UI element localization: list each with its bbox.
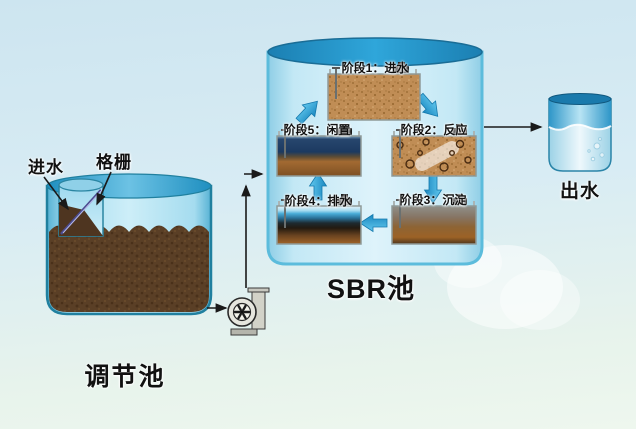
water-bubbles <box>587 137 605 162</box>
bar-screen <box>60 189 102 235</box>
sbr-stage-1-label: 阶段1：进水 <box>341 61 409 75</box>
effluent-label: 出水 <box>559 181 601 202</box>
influent-label: 进水 <box>28 158 64 177</box>
sludge-fill <box>49 225 209 312</box>
screen-pointer-arrow <box>96 171 112 206</box>
flow-arrows <box>43 122 543 313</box>
effluent-tank <box>548 93 612 172</box>
equalization-tank <box>45 173 213 316</box>
centrifugal-pump-icon <box>227 287 270 336</box>
inlet-compartment <box>58 178 104 237</box>
stage-2-motor-icon <box>452 124 467 135</box>
stage-3-motor-icon <box>452 194 467 205</box>
sbr-stage-2-tank <box>391 124 477 177</box>
stage-1-motor-icon <box>394 62 409 73</box>
screen-label: 格栅 <box>96 153 132 172</box>
influent-pointer-arrow <box>43 176 69 211</box>
sbr-stage-4-label: 阶段4：排水 <box>284 194 352 208</box>
equalization-tank-label: 调节池 <box>84 363 166 391</box>
stage-5-motor-icon <box>337 124 352 135</box>
sbr-stage-5-label: 阶段5：闲置 <box>283 123 351 137</box>
sbr-tank-label: SBR池 <box>326 274 416 304</box>
sbr-stage-1-tank <box>327 62 421 121</box>
stage-4-motor-icon <box>337 194 352 205</box>
pump-impeller-icon <box>233 304 251 320</box>
sbr-stage-2-label: 阶段2：反应 <box>400 123 468 137</box>
sbr-stage-4-tank <box>276 194 362 245</box>
sbr-stage-3-label: 阶段3：沉淀 <box>399 193 467 207</box>
sbr-stage-3-tank <box>391 194 477 245</box>
sbr-stage-5-tank <box>276 124 362 177</box>
